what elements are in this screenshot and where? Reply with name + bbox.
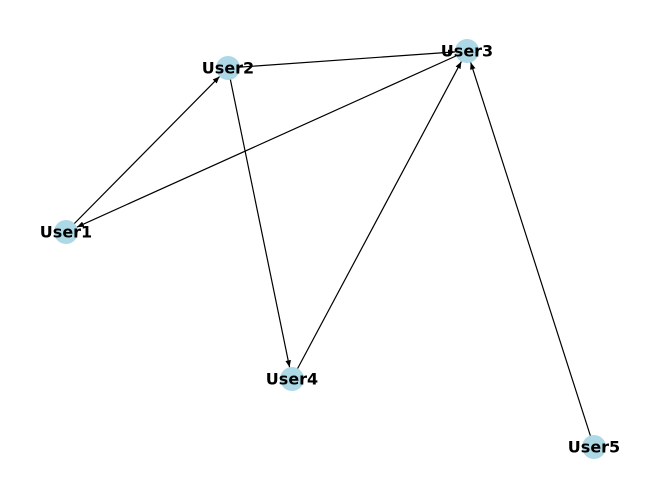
edge-user1-to-user2 (65, 76, 220, 233)
node-user1 (54, 220, 78, 244)
node-label-user4: User4 (266, 370, 318, 389)
edge-user4-to-user3 (291, 61, 462, 380)
node-user2 (216, 56, 240, 80)
edge-user3-to-user1 (76, 50, 468, 228)
node-user4 (280, 367, 304, 391)
edge-user2-to-user3 (227, 49, 456, 69)
node-user3 (455, 39, 479, 63)
edge-user5-to-user3 (470, 62, 595, 448)
node-label-user1: User1 (40, 223, 92, 242)
edges-layer (65, 49, 595, 448)
node-label-user3: User3 (441, 42, 493, 61)
node-label-user5: User5 (568, 438, 620, 457)
node-user5 (582, 435, 606, 459)
nodes-layer (54, 39, 606, 459)
edge-user2-to-user4 (227, 67, 291, 368)
node-label-user2: User2 (202, 59, 254, 78)
